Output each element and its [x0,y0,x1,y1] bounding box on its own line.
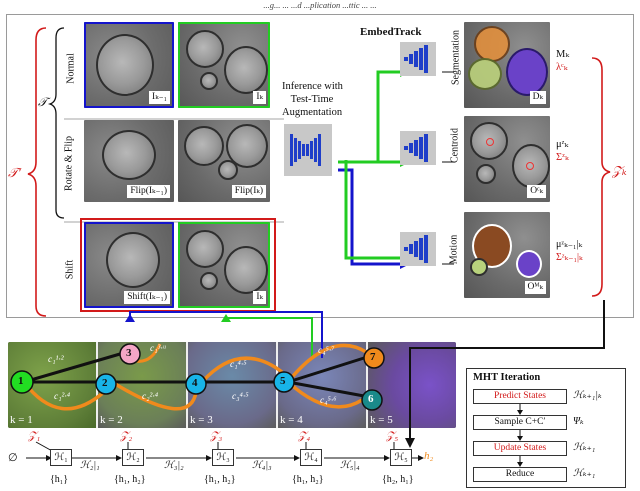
tile-label: Shift(Iₖ₋₁) [124,291,170,304]
mht-step-update: Update States [473,441,567,456]
h-box: ℋ₁ [50,449,72,466]
t-label: 𝒯 [38,95,48,109]
embedtrack-title: EmbedTrack [360,26,422,38]
inference-text: Inference with Test-Time Augmentation [282,81,343,118]
frame-label: k = 5 [370,414,393,426]
graph-node: 4 [192,377,198,389]
mht-title: MHT Iteration [473,372,541,383]
cost-label: c₁²·⁴ [54,392,71,402]
transition-label: ℋ₅|₄ [340,460,360,471]
z-label: 𝒵₃ [210,430,223,442]
output-tile-cen: Oᶜₖ [464,116,550,202]
z-label: 𝒵₂ [120,430,133,442]
output-name-cen: Centroid [449,128,461,163]
h-box: ℋ₂ [122,449,144,466]
network-icon-main [284,124,332,176]
hyp-set: {h₁, h₂} [114,474,146,485]
tile-shift-curr: Iₖ [178,222,270,308]
mht-step-sample: Sample C+C′ [473,415,567,430]
tile-label: Dₖ [529,91,546,104]
decoder-icon-motion [400,232,436,266]
transition-label: ℋ₄|₃ [252,460,272,471]
tile-label: Flip(Iₖ) [231,185,266,198]
arrow-green-seg [338,70,400,164]
t-prime-label: 𝒯′ [8,165,21,180]
cost-label: c₄⁵·⁶ [320,396,337,406]
hyp-set: {h₁} [50,474,69,485]
cost-label: c₄⁵·⁷ [318,346,335,356]
z-label: 𝒵₅ [386,430,399,442]
output-h: h₂ [424,450,434,462]
graph-node: 2 [102,377,108,389]
graph-node: 7 [370,351,376,363]
z-label: 𝒵₁ [28,430,41,442]
tile-label: Iₖ [253,91,266,104]
graph-node: 1 [18,375,24,387]
t-brace [47,27,65,219]
zk-label: 𝒵ₖ [612,163,627,178]
tile-label: Flip(Iₖ₋₁) [127,185,170,198]
h-box: ℋ₄ [300,449,322,466]
tile-label: Oᴹₖ [524,281,546,294]
graph-node: 3 [126,347,132,359]
tile-flip-curr: Flip(Iₖ) [178,120,270,202]
frame-label: k = 1 [10,414,33,426]
row-label-rotate-flip: Rotate & Flip [63,136,75,191]
mht-step-out: Ψₖ [573,416,584,427]
t-prime-brace [27,27,47,317]
hyp-set: {h₂, h₁} [382,474,414,485]
seg-symbols: Mₖ λᶜₖ [556,49,570,73]
transition-label: ℋ₃|₂ [164,460,184,471]
mht-step-out: ℋₖ₊₁ [573,468,596,479]
z-label: 𝒵₄ [298,430,311,442]
mht-step-reduce: Reduce [473,467,567,482]
output-name-motion: Motion [448,234,460,265]
decoder-icon-cen [400,131,436,165]
frame-label: k = 4 [280,414,303,426]
tile-label: Iₖ [253,291,266,304]
cost-label: c₁¹·² [48,355,64,365]
frame-label: k = 3 [190,414,213,426]
tile-normal-curr: Iₖ [178,22,270,108]
tile-flip-prev: Flip(Iₖ₋₁) [84,120,174,202]
track-graph [10,300,605,448]
tile-label: Oᶜₖ [527,185,546,198]
graph-node: 6 [368,393,374,405]
cen-symbols: μᶻₖ Σᶻₖ [556,139,569,163]
timeline-lines [26,441,424,461]
row-label-normal: Normal [65,53,77,84]
transition-label: ℋ₂|₁ [80,460,100,471]
h-box: ℋ₃ [212,449,234,466]
h-box: ℋ₅ [390,449,412,466]
frame-label: k = 2 [100,414,123,426]
hyp-set: {h₁, h₂} [292,474,324,485]
tile-label: Iₖ₋₁ [149,91,170,104]
mht-iteration-box: MHT Iteration Predict States ℋₖ₊₁|ₖ Samp… [466,368,626,488]
output-name-seg: Segmentation [450,30,462,85]
zk-brace [591,57,611,297]
row-label-shift: Shift [64,259,76,280]
cost-label: c₃⁴·⁵ [232,392,249,402]
mht-step-out: ℋₖ₊₁|ₖ [573,390,602,401]
hyp-set: {h₁, h₂} [204,474,236,485]
motion-symbols: μᶻₖ₋₁|ₖ Σᶻₖ₋₁|ₖ [556,239,583,263]
output-tile-motion: Oᴹₖ [464,212,550,298]
cost-label: c₁³·ᵘ [150,344,166,354]
output-tile-seg: Dₖ [464,22,550,108]
mht-step-predict: Predict States [473,389,567,404]
tile-normal-prev: Iₖ₋₁ [84,22,174,108]
mht-step-out: ℋₖ₊₁ [573,442,596,453]
arrow-green-motion [344,160,400,260]
page-header: ...g... ... ...d ...plication ...ttic ..… [263,0,377,10]
tile-shift-prev: Shift(Iₖ₋₁) [84,222,174,308]
graph-node: 5 [280,375,286,387]
cost-label: c₂²·⁴ [142,392,159,402]
empty-set: ∅ [8,452,18,464]
decoder-icon-seg [400,42,436,76]
cost-label: c₁⁴·⁵ [230,360,247,370]
